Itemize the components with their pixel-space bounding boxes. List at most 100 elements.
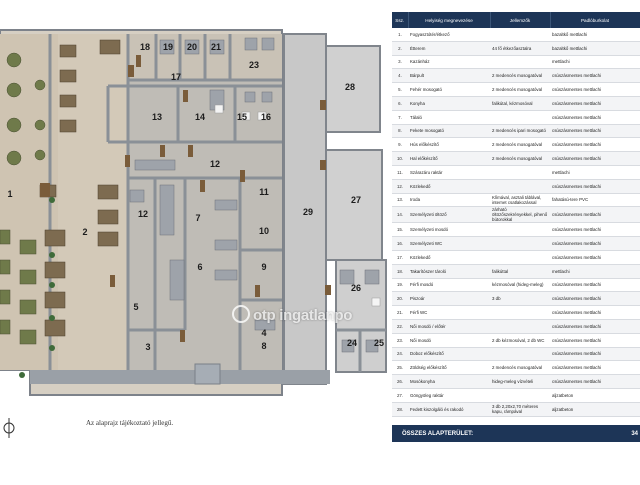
table-cell: Konyha — [408, 96, 490, 111]
row-number-cell: 15. — [392, 222, 408, 238]
row-number-cell: 1. — [392, 28, 408, 42]
floor-plan: 1 2 3 4 5 6 7 8 9 10 11 12 12 13 14 15 1… — [0, 29, 387, 444]
table-cell: 2 db kézmosóval, 2 db WC — [490, 333, 550, 348]
room-number-label: 28 — [345, 82, 355, 92]
room-number-label: 24 — [347, 338, 357, 348]
room-number-label: 29 — [303, 207, 313, 217]
table-cell: csúszásmentes mettlachi — [550, 151, 640, 166]
table-cell: Fogyasztótér/étkező — [408, 28, 490, 42]
table-cell: Zöldség előkészítő — [408, 360, 490, 376]
table-cell: Kazánház — [408, 55, 490, 70]
table-cell: bazaltkő mettlachi — [550, 41, 640, 56]
table-cell: hideg-meleg vízvételi — [490, 374, 550, 389]
row-number-cell: 9. — [392, 137, 408, 153]
table-cell: Takarítószer tároló — [408, 264, 490, 279]
table-cell: csúszásmentes mettlachi — [550, 305, 640, 320]
table-cell: csúszásmentes mettlachi — [550, 124, 640, 139]
room-labels: 1 2 3 4 5 6 7 8 9 10 11 12 12 13 14 15 1… — [7, 42, 384, 352]
table-cell: falikútal, kézmosóval — [490, 96, 550, 111]
table-cell: Férfi WC — [408, 305, 490, 320]
column-header: Helyiség megnevezése — [408, 12, 491, 28]
row-number-cell: 14. — [392, 206, 408, 224]
table-cell: Fekete mosogató — [408, 124, 490, 139]
table-cell: Iroda — [408, 193, 490, 208]
column-header: Ssz. — [392, 12, 409, 28]
room-schedule-table: Ssz. Helyiség megnevezése Jellemzők Padl… — [392, 12, 640, 442]
table-cell — [490, 110, 550, 125]
table-cell: 2 medencés mosogatóval — [490, 137, 550, 153]
room-number-label: 1 — [7, 189, 12, 199]
compass-icon — [2, 417, 16, 444]
table-cell: mettlachi — [550, 165, 640, 180]
row-number-cell: 5. — [392, 82, 408, 97]
table-cell: fahatású-tere PVC — [550, 193, 640, 208]
column-header: Padlóburkolat — [550, 12, 640, 28]
table-cell: csúszásmentes mettlachi — [550, 250, 640, 265]
table-cell: Közlekedő — [408, 179, 490, 194]
table-cell: aljzatbeton — [550, 388, 640, 403]
table-row: 21.Férfi WC csúszásmentes mettlachi — [392, 305, 640, 320]
table-cell: csúszásmentes mettlachi — [550, 333, 640, 348]
table-cell: Fehér mosogató — [408, 82, 490, 97]
room-number-label: 27 — [351, 195, 361, 205]
room-number-label: 4 — [261, 328, 266, 338]
table-cell: Mosókonyha — [408, 374, 490, 389]
row-number-cell: 22. — [392, 319, 408, 334]
table-cell: Doboz előkészítő — [408, 347, 490, 362]
row-number-cell: 27. — [392, 388, 408, 403]
table-cell: 3 db — [490, 291, 550, 307]
row-number-cell: 12. — [392, 179, 408, 194]
row-number-cell: 28. — [392, 402, 408, 417]
row-number-cell: 10. — [392, 151, 408, 166]
table-cell: csúszásmentes mettlachi — [550, 319, 640, 334]
plan-disclaimer: Az alaprajz tájékoztató jellegű. — [86, 419, 174, 427]
table-cell — [490, 28, 550, 42]
row-number-cell: 21. — [392, 305, 408, 320]
row-number-cell: 2. — [392, 41, 408, 56]
table-row: 27.Göngyöleg raktár aljzatbeton — [392, 388, 640, 403]
row-number-cell: 25. — [392, 360, 408, 376]
table-cell: falikúttal — [490, 264, 550, 279]
table-cell: csúszásmentes mettlachi — [550, 68, 640, 84]
table-cell: csúszásmentes mettlachi — [550, 82, 640, 97]
otp-logo-icon — [232, 305, 250, 323]
floor-plan-drawing: 1 2 3 4 5 6 7 8 9 10 11 12 12 13 14 15 1… — [0, 29, 387, 396]
row-number-cell: 3. — [392, 55, 408, 70]
table-cell: 3 db 2,20x2,70 méteres kapu, rámpával — [490, 402, 550, 417]
table-cell: mettlachi — [550, 55, 640, 70]
table-cell: Női mosdó — [408, 333, 490, 348]
room-number-label: 5 — [133, 302, 138, 312]
table-cell: Göngyöleg raktár — [408, 388, 490, 403]
room-number-label: 3 — [145, 342, 150, 352]
room-number-label: 12 — [210, 159, 220, 169]
room-number-label: 12 — [138, 209, 148, 219]
row-number-cell: 18. — [392, 264, 408, 279]
table-cell: csúszásmentes mettlachi — [550, 291, 640, 307]
table-cell — [490, 388, 550, 403]
room-number-label: 16 — [261, 112, 271, 122]
table-header-row: Ssz. Helyiség megnevezése Jellemzők Padl… — [392, 12, 640, 28]
table-cell: zárható öltözőszekrényekkel, pihenő búto… — [490, 206, 550, 224]
table-cell: csúszásmentes mettlachi — [550, 360, 640, 376]
table-cell — [490, 179, 550, 194]
room-number-label: 26 — [351, 283, 361, 293]
table-cell: 2 medencés mosogatóval — [490, 68, 550, 84]
room-number-label: 2 — [82, 227, 87, 237]
table-cell: Szárazáru raktár — [408, 165, 490, 180]
table-cell: Férfi mosdó — [408, 278, 490, 293]
